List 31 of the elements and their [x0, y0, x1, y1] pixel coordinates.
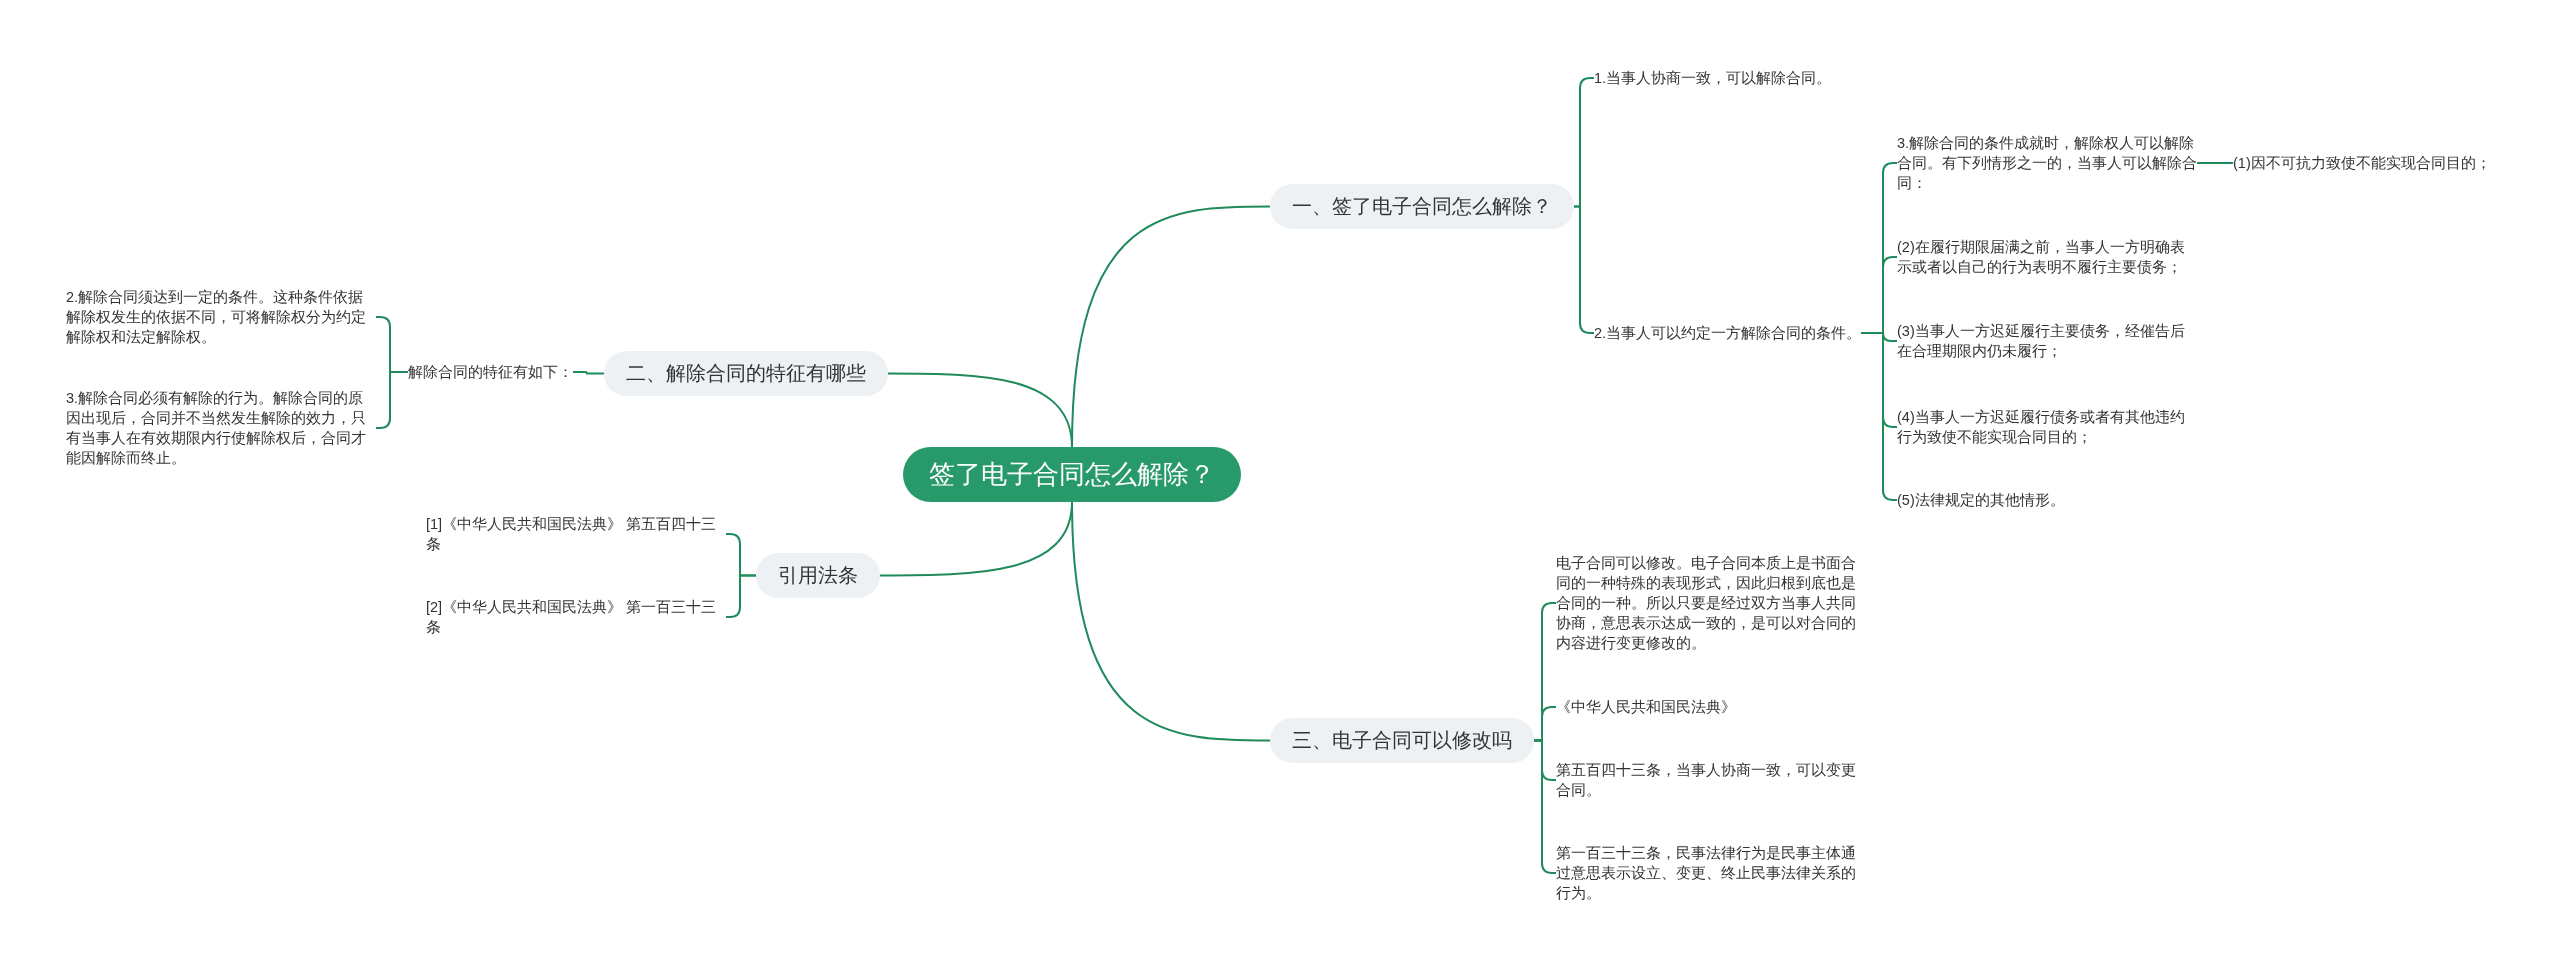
topic-pill: 三、电子合同可以修改吗: [1270, 718, 1534, 763]
connector-line: [1860, 332, 1898, 501]
connector-line: [375, 371, 409, 429]
topic-text: (2)在履行期限届满之前，当事人一方明确表示或者以自己的行为表明不履行主要债务；: [1897, 237, 2197, 277]
topic-text: (1)因不可抗力致使不能实现合同目的；: [2233, 153, 2491, 173]
topic-text: 《中华人民共和国民法典》: [1556, 697, 1736, 717]
topic-text: 电子合同可以修改。电子合同本质上是书面合同的一种特殊的表现形式，因此归根到底也是合同的一种。所以只要是经过双方当事人共同协商，意思表示达成一致的，是可以对合同的内容进行变更修改的。: [1556, 553, 1856, 653]
topic-text: [1]《中华人民共和国民法典》 第五百四十三条: [426, 514, 726, 554]
topic-text: 3.解除合同的条件成就时，解除权人可以解除合同。有下列情形之一的，当事人可以解除合同：: [1897, 133, 2197, 193]
topic-text: (5)法律规定的其他情形。: [1897, 490, 2197, 510]
topic-text: 1.当事人协商一致，可以解除合同。: [1594, 68, 1832, 88]
connector-line: [887, 372, 1073, 448]
connector-line: [1071, 501, 1271, 742]
topic-text: [2]《中华人民共和国民法典》 第一百三十三条: [426, 597, 726, 637]
topic-text: 3.解除合同必须有解除的行为。解除合同的原因出现后，合同并不当然发生解除的效力，只有当事人在有效期限内行使解除权后，合同才能因解除而终止。: [66, 388, 376, 468]
topic-text: (3)当事人一方迟延履行主要债务，经催告后在合理期限内仍未履行；: [1897, 321, 2197, 361]
topic-text: (4)当事人一方迟延履行债务或者有其他违约行为致使不能实现合同目的；: [1897, 407, 2197, 447]
connector-line: [572, 371, 605, 375]
topic-text: 2.当事人可以约定一方解除合同的条件。: [1594, 323, 1862, 343]
topic-pill: 二、解除合同的特征有哪些: [604, 351, 888, 396]
connector-line: [725, 574, 757, 618]
topic-text: 2.解除合同须达到一定的条件。这种条件依据解除权发生的依据不同，可将解除权分为约定解除权和法定解除权。: [66, 287, 376, 347]
connector-line: [1533, 739, 1557, 874]
connector-line: [1573, 205, 1595, 334]
topic-text: 第一百三十三条，民事法律行为是民事主体通过意思表示设立、变更、终止民事法律关系的行为。: [1556, 843, 1856, 903]
topic-text: 第五百四十三条，当事人协商一致，可以变更合同。: [1556, 760, 1856, 800]
connector-line: [2196, 162, 2234, 164]
topic-pill: 引用法条: [756, 553, 880, 598]
topic-text: 解除合同的特征有如下：: [408, 362, 573, 382]
topic-pill: 一、签了电子合同怎么解除？: [1270, 184, 1574, 229]
central-topic: 签了电子合同怎么解除？: [903, 447, 1241, 502]
